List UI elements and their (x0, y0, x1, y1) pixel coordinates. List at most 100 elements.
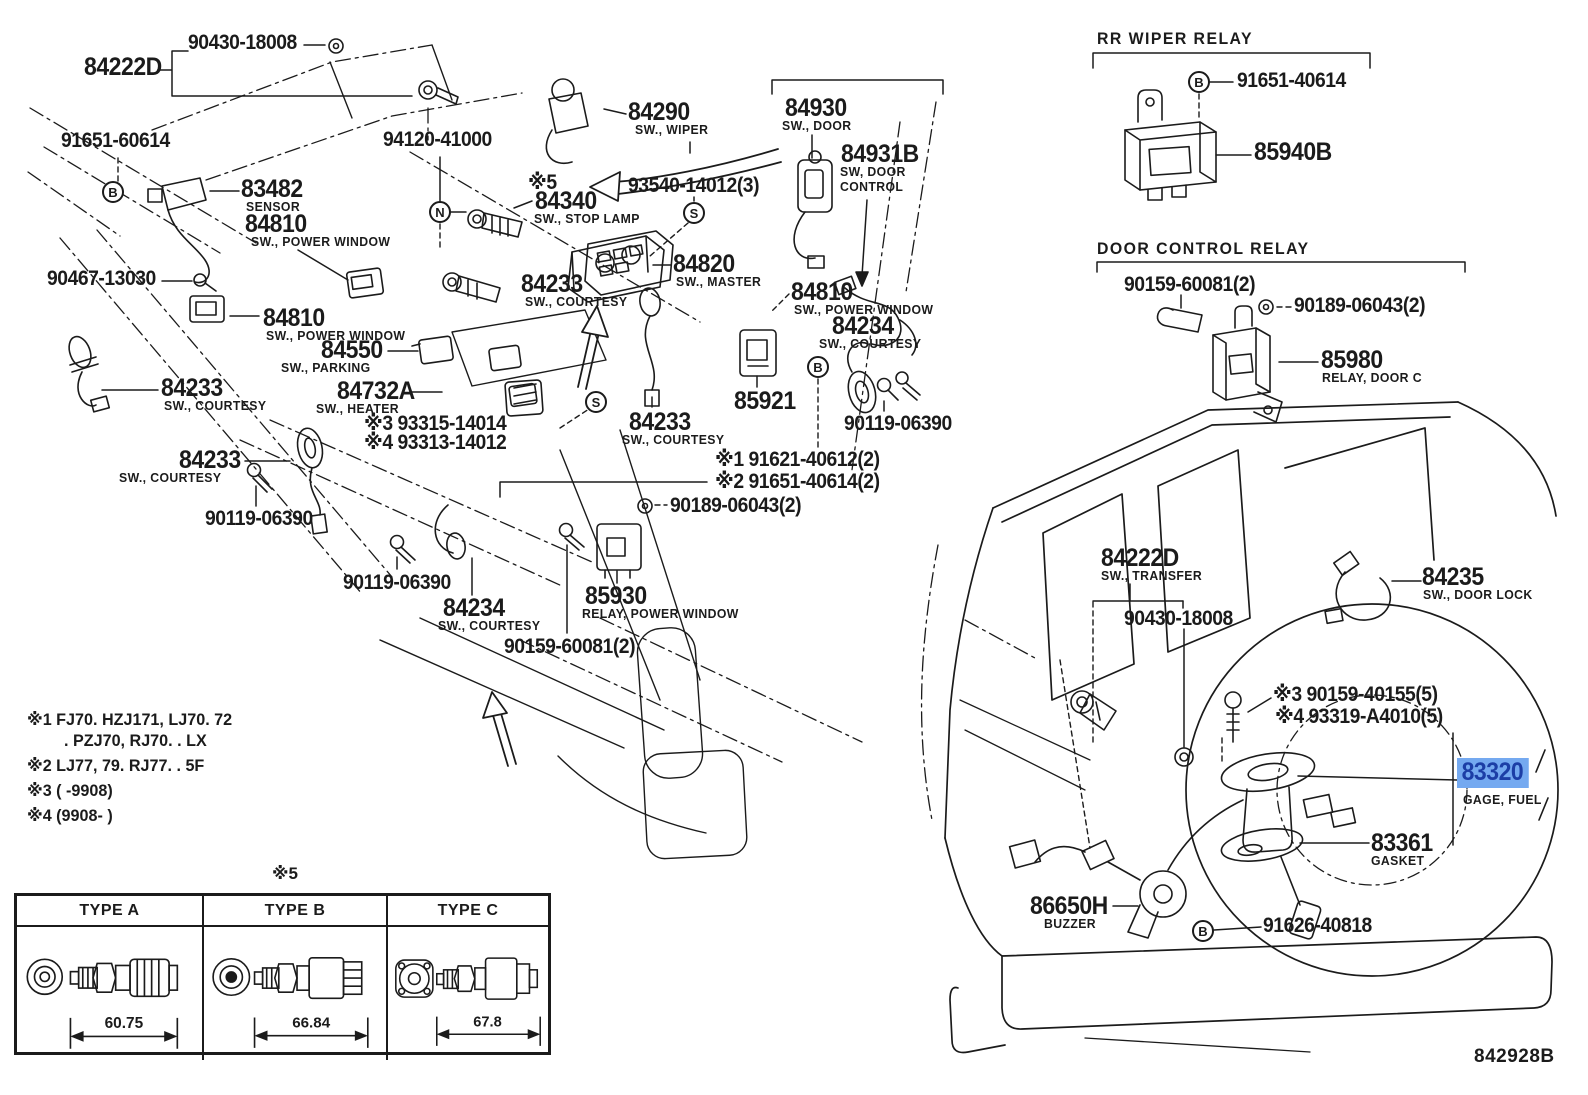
part-description: SW., POWER WINDOW (251, 235, 391, 249)
part-number[interactable]: ※2 91651-40614(2) (715, 470, 880, 493)
part-number[interactable]: 84233 (179, 446, 241, 474)
part-number[interactable]: ※3 90159-40155(5) (1273, 683, 1438, 706)
part-number[interactable]: 90119-06390 (343, 571, 451, 594)
part-number[interactable]: 84810 (263, 304, 325, 332)
part-number[interactable]: 84550 (321, 336, 383, 364)
part-label-9011906390: 90119-06390 (205, 508, 322, 529)
part-number[interactable]: 84234 (443, 594, 505, 622)
part-description: SW., DOOR (782, 119, 852, 133)
component-glyphs-right (1008, 89, 1549, 940)
section-title-rr-wiper-relay: RR WIPER RELAY (1097, 30, 1253, 48)
part-number[interactable]: 83361 (1371, 829, 1433, 857)
part-number[interactable]: 90159-60081(2) (1124, 273, 1256, 296)
part-label-93540140123: 93540-14012(3) (628, 175, 770, 196)
part-number[interactable]: 83482 (241, 175, 303, 203)
part-label-84340: 84340 (535, 189, 602, 214)
part-number[interactable]: 84222D (84, 53, 162, 81)
part-label-84290: 84290 (628, 100, 695, 125)
part-number[interactable]: ※1 91621-40612(2) (715, 448, 880, 471)
part-number[interactable]: ※4 93319-A4010(5) (1275, 705, 1443, 728)
part-number[interactable]: 84340 (535, 187, 597, 215)
part-number[interactable]: 84820 (673, 250, 735, 278)
part-description: SW., WIPER (635, 123, 709, 137)
part-number[interactable]: 84234 (832, 312, 894, 340)
circled-marker-S: S (585, 391, 607, 413)
part-label-85921: 85921 (734, 389, 801, 414)
part-label-85980: 85980 (1321, 348, 1388, 373)
table-header-type-b: TYPE B (202, 896, 386, 927)
part-number[interactable]: 85980 (1321, 346, 1383, 374)
part-number[interactable]: 85930 (585, 582, 647, 610)
part-number[interactable]: 90119-06390 (844, 412, 952, 435)
part-number[interactable]: 84732A (337, 377, 415, 405)
part-label-9046713030: 90467-13030 (47, 268, 165, 289)
part-label-84235: 84235 (1422, 565, 1489, 590)
part-number[interactable]: 84233 (161, 374, 223, 402)
part-label-84931B: 84931B (841, 142, 926, 167)
part-number[interactable]: 84930 (785, 94, 847, 122)
part-label-9043018008: 90430-18008 (1124, 608, 1242, 629)
part-number[interactable]: 84222D (1101, 544, 1179, 572)
footnote-3: ※3 ( -9908) (27, 781, 113, 800)
part-description: SW, DOOR (840, 165, 906, 179)
part-number[interactable]: ※4 93313-14012 (364, 431, 507, 454)
part-number[interactable]: 84233 (629, 408, 691, 436)
part-number-highlighted[interactable]: 83320 (1457, 758, 1529, 788)
part-description: SW., COURTESY (164, 399, 267, 413)
part-label-9412041000: 94120-41000 (383, 129, 501, 150)
part-number[interactable]: 84810 (791, 278, 853, 306)
part-label-5: ※5 (528, 172, 559, 193)
part-number[interactable]: 84235 (1422, 563, 1484, 591)
part-number[interactable]: 90189-06043(2) (1294, 294, 1426, 317)
part-number[interactable]: 94120-41000 (383, 128, 492, 151)
vehicle-rear-outline (944, 401, 1559, 1054)
part-description: SW., COURTESY (525, 295, 628, 309)
footnote-1b: . PZJ70, RJ70. . LX (64, 731, 207, 750)
part-label-83320: 83320 (1457, 758, 1529, 788)
table-cell-type-b: 66.84 (202, 927, 386, 1061)
part-description: SW., PARKING (281, 361, 371, 375)
circled-marker-B: B (1192, 920, 1214, 942)
diagram-code: 842928B (1474, 1046, 1555, 1067)
dashed-leaders (117, 93, 1292, 849)
part-number[interactable]: 84233 (521, 270, 583, 298)
part-number[interactable]: 90119-06390 (205, 507, 313, 530)
part-number[interactable]: 90467-13030 (47, 267, 156, 290)
part-label-83361: 83361 (1371, 831, 1438, 856)
part-number[interactable]: 84810 (245, 210, 307, 238)
part-number[interactable]: 85921 (734, 387, 796, 415)
part-description: SW., STOP LAMP (534, 212, 640, 226)
footnote-1: ※1 FJ70. HZJ171, LJ70. 72 (27, 710, 233, 729)
part-number[interactable]: ※5 (528, 171, 557, 194)
part-label-84233: 84233 (161, 376, 228, 401)
part-number[interactable]: 86650H (1030, 892, 1108, 920)
part-description: SW., DOOR LOCK (1423, 588, 1533, 602)
part-label-390159401555: ※3 90159-40155(5) (1273, 684, 1452, 705)
table-header-type-a: TYPE A (17, 896, 202, 927)
part-label-90189060432: 90189-06043(2) (670, 495, 812, 516)
part-number[interactable]: 90430-18008 (188, 31, 297, 54)
part-number[interactable]: 90159-60081(2) (504, 635, 636, 658)
part-label-84222D: 84222D (84, 55, 169, 80)
part-number[interactable]: 85940B (1254, 138, 1332, 166)
part-description: SW., COURTESY (819, 337, 922, 351)
part-number[interactable]: 90430-18008 (1124, 607, 1233, 630)
part-number[interactable]: 90189-06043(2) (670, 494, 802, 517)
part-description: RELAY, DOOR C (1322, 371, 1422, 385)
direction-arrows (482, 148, 869, 767)
circled-marker-B: B (102, 181, 124, 203)
part-label-291651406142: ※2 91651-40614(2) (715, 471, 894, 492)
part-number[interactable]: 84931B (841, 140, 919, 168)
part-label-9011906390: 90119-06390 (844, 413, 961, 434)
part-number[interactable]: 91626-40818 (1263, 914, 1372, 937)
part-label-84222D: 84222D (1101, 546, 1186, 571)
part-number[interactable]: 91651-40614 (1237, 69, 1346, 92)
part-number[interactable]: 91651-60614 (61, 129, 170, 152)
body-panels (329, 44, 748, 860)
part-number[interactable]: 84290 (628, 98, 690, 126)
part-number[interactable]: 93540-14012(3) (628, 174, 760, 197)
part-number[interactable]: ※3 93315-14014 (364, 412, 507, 435)
part-label-84820: 84820 (673, 252, 740, 277)
